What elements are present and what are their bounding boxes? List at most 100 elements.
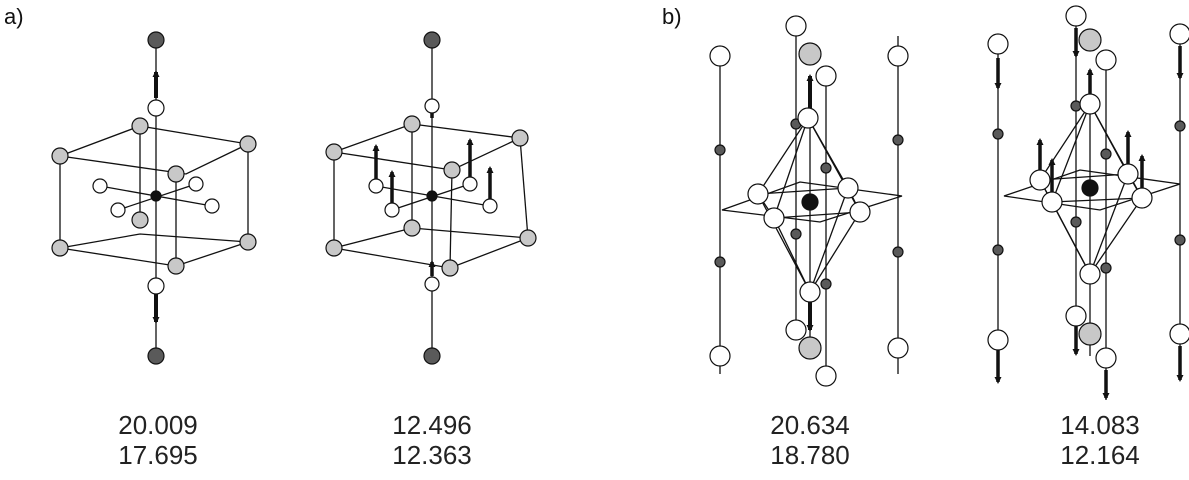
atom-dark <box>820 162 832 174</box>
atom-white <box>384 202 400 218</box>
mode-frequencies: 12.496 12.363 <box>352 410 512 470</box>
cube-top-face <box>59 125 251 175</box>
octahedron-edge <box>757 193 811 293</box>
atom-light <box>167 257 185 275</box>
atom-white <box>709 45 731 67</box>
atom-white <box>1169 323 1189 345</box>
mode-frequencies: 14.083 12.164 <box>1020 410 1180 470</box>
atom-light <box>131 211 149 229</box>
frequency-value: 20.634 <box>770 410 850 440</box>
atom-white <box>462 176 478 192</box>
atom-white <box>799 281 821 303</box>
atom-dark <box>1174 120 1186 132</box>
atom-dark <box>147 347 165 365</box>
panel-b-mode-2-structure <box>997 16 1181 400</box>
cube-top-face <box>333 123 523 171</box>
atom-white <box>785 319 807 341</box>
atom-dark <box>1070 216 1082 228</box>
atom-white <box>709 345 731 367</box>
frequency-value: 12.363 <box>392 440 472 470</box>
atom-white <box>147 99 165 117</box>
atom-white <box>1169 23 1189 45</box>
octahedron-edge <box>773 117 809 219</box>
atom-dark <box>714 256 726 268</box>
atom-light <box>403 115 421 133</box>
octahedron-edge <box>757 187 849 195</box>
atom-light <box>403 219 421 237</box>
atom-dark <box>714 144 726 156</box>
atom-black <box>150 190 162 202</box>
atom-white <box>747 183 769 205</box>
atom-white <box>1079 263 1101 285</box>
atom-white <box>1065 5 1087 27</box>
equatorial-plane <box>721 181 903 223</box>
atom-white <box>887 337 909 359</box>
atom-white <box>815 365 837 387</box>
atom-white <box>849 201 871 223</box>
octahedron-edge <box>773 211 861 219</box>
atom-white <box>1095 347 1117 369</box>
atom-dark <box>790 228 802 240</box>
atom-light <box>441 259 459 277</box>
atom-black <box>1081 179 1099 197</box>
atom-white <box>368 178 384 194</box>
atom-light <box>51 239 69 257</box>
atom-dark <box>820 278 832 290</box>
atom-light <box>167 165 185 183</box>
atom-white <box>1065 305 1087 327</box>
atom-light <box>239 135 257 153</box>
atom-white <box>987 33 1009 55</box>
atom-light <box>519 229 537 247</box>
atom-white <box>837 177 859 199</box>
atom-light <box>131 117 149 135</box>
atom-light <box>325 239 343 257</box>
atom-white <box>424 276 440 292</box>
atom-white <box>1041 191 1063 213</box>
atom-white <box>987 329 1009 351</box>
octahedron-edge <box>1089 173 1129 275</box>
atom-dark <box>992 244 1004 256</box>
panel-a-mode-1-atoms <box>51 31 257 365</box>
atom-white <box>482 198 498 214</box>
atom-white <box>92 178 108 194</box>
atom-dark <box>423 347 441 365</box>
frequency-value: 12.496 <box>392 410 472 440</box>
atom-light <box>239 233 257 251</box>
atom-white <box>188 176 204 192</box>
atom-light <box>325 143 343 161</box>
cube-edge <box>449 169 453 269</box>
frequency-value: 20.009 <box>118 410 198 440</box>
atom-white <box>1029 169 1051 191</box>
atom-dark <box>992 128 1004 140</box>
atom-black <box>801 193 819 211</box>
atom-dark <box>1070 100 1082 112</box>
atom-white <box>1079 93 1101 115</box>
atom-dark <box>423 31 441 49</box>
atom-light <box>51 147 69 165</box>
mode-frequencies: 20.634 18.780 <box>730 410 890 470</box>
octahedron-edge <box>809 187 849 293</box>
octahedron-edge <box>1089 103 1143 199</box>
atom-white <box>815 65 837 87</box>
frequency-value: 18.780 <box>770 440 850 470</box>
atom-white <box>147 277 165 295</box>
octahedron-edge <box>1039 173 1129 181</box>
octahedron-edge <box>1051 103 1091 203</box>
atom-light <box>1078 322 1102 346</box>
atom-white <box>1117 163 1139 185</box>
atom-light <box>511 129 529 147</box>
panel-label-a: a) <box>4 4 24 29</box>
atom-white <box>1095 49 1117 71</box>
cube-edge <box>519 137 529 239</box>
atom-dark <box>1100 148 1112 160</box>
panel-b-mode-2-arrows <box>994 28 1184 400</box>
panel-b-mode-2-atoms <box>987 5 1189 369</box>
atom-black <box>426 190 438 202</box>
panel-a-mode-2-atoms <box>325 31 537 365</box>
atom-dark <box>147 31 165 49</box>
atom-dark <box>892 246 904 258</box>
frequency-value: 17.695 <box>118 440 198 470</box>
atom-dark <box>1100 262 1112 274</box>
atom-light <box>1078 28 1102 52</box>
